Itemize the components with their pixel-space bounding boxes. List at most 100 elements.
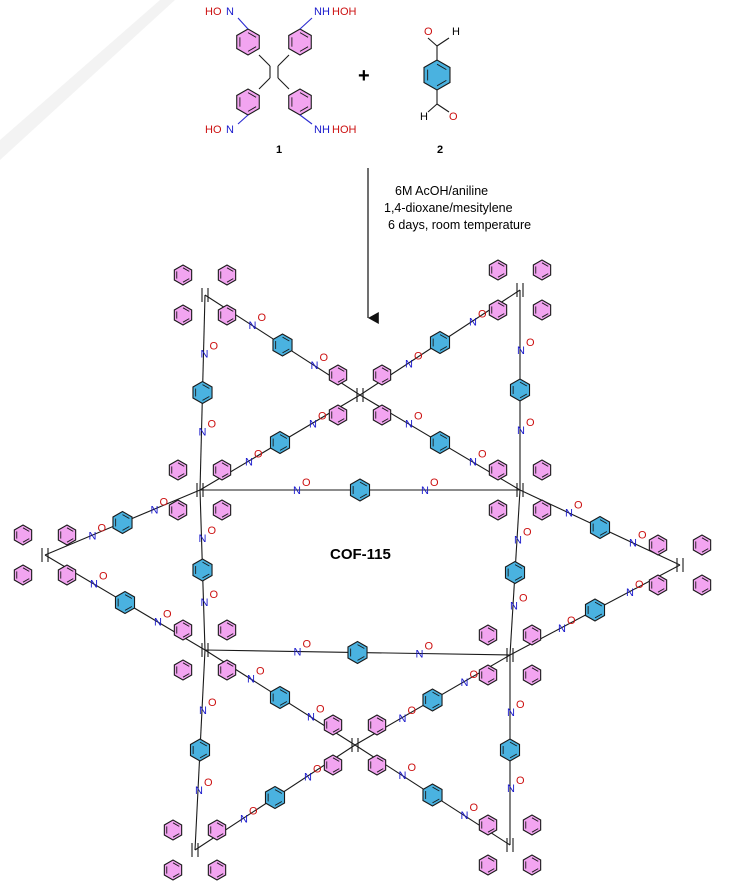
nitrone-o-label: O	[414, 351, 423, 363]
cof-node-ring	[488, 299, 508, 321]
cof-linker-ring	[429, 330, 451, 355]
compound-2-label-o-top: O	[424, 26, 433, 38]
nitrone-n-label: N	[195, 785, 203, 797]
cof-linker-ring	[509, 378, 531, 402]
cof-node-ring	[532, 259, 552, 281]
nitrone-o-label: O	[523, 527, 532, 539]
cof-linker-ring	[429, 430, 451, 455]
cof-node-ring	[478, 854, 498, 876]
compound-1-label-ho-top: HO	[205, 6, 222, 18]
nitrone-o-label: O	[574, 500, 583, 512]
cof-node-ring	[163, 859, 183, 881]
cof-linker-ring	[422, 783, 443, 807]
nitrone-n-label: N	[461, 810, 469, 822]
nitrone-n-label: N	[421, 485, 429, 497]
cof-node-ring	[173, 659, 193, 681]
nitrone-n-label: N	[201, 597, 209, 609]
condition-line-3: 6 days, room temperature	[388, 218, 531, 232]
nitrone-o-label: O	[318, 411, 327, 423]
nitrone-n-label: N	[89, 531, 97, 543]
compound-1-label-nh-bottom-right: NH	[314, 124, 330, 136]
product-name: COF-115	[330, 546, 391, 563]
cof-tpe-node	[478, 624, 542, 686]
nitrone-n-label: N	[199, 705, 207, 717]
cof-framework: NONONONONONONONONONONONONONONONONONONONO…	[13, 259, 712, 881]
nitrone-o-label: O	[258, 312, 267, 324]
cof-tpe-node	[173, 619, 237, 681]
cof-node-ring	[168, 499, 188, 521]
nitrone-n-label: N	[154, 617, 162, 629]
cof-linker-ring	[504, 560, 526, 585]
cof-node-ring	[173, 304, 193, 326]
cof-node-ring	[217, 659, 237, 681]
cof-linker-ring	[422, 688, 443, 712]
nitrone-n-label: N	[311, 360, 319, 372]
cof-node-ring	[163, 819, 183, 841]
nitrone-o-label: O	[208, 525, 217, 537]
nitrone-n-label: N	[405, 359, 413, 371]
nitrone-n-label: N	[558, 623, 566, 635]
compound-2-ring	[423, 59, 451, 91]
cof-linker-ring	[584, 598, 606, 622]
nitrone-o-label: O	[478, 309, 487, 321]
nitrone-n-label: N	[514, 535, 522, 547]
nitrone-n-label: N	[469, 457, 477, 469]
cof-linker-ring	[114, 590, 136, 615]
cof-node-ring	[488, 499, 508, 521]
cof-node-ring	[13, 564, 33, 586]
cof-linker-ring	[269, 430, 291, 455]
cof-linker-ring	[347, 640, 368, 665]
nitrone-n-label: N	[405, 419, 413, 431]
compound-1-label-oh-top-right: HOH	[332, 6, 357, 18]
nitrone-o-label: O	[302, 477, 311, 489]
cof-node-ring	[323, 714, 343, 736]
compound-1-ring	[236, 28, 260, 56]
nitrone-n-label: N	[294, 647, 302, 659]
cof-node-ring	[217, 619, 237, 641]
cof-node-ring	[478, 814, 498, 836]
nitrone-o-label: O	[210, 589, 219, 601]
cof-node-ring	[212, 499, 232, 521]
cof-node-ring	[532, 459, 552, 481]
cof-node-ring	[212, 459, 232, 481]
compound-1-number: 1	[276, 144, 282, 156]
nitrone-o-label: O	[430, 477, 439, 489]
cof-tpe-node	[478, 814, 542, 876]
nitrone-n-label: N	[90, 579, 98, 591]
nitrone-n-label: N	[626, 587, 634, 599]
nitrone-n-label: N	[507, 783, 515, 795]
cof-linker-ring	[349, 478, 371, 502]
cof-tpe-node	[163, 819, 227, 881]
nitrone-n-label: N	[240, 814, 248, 826]
compound-1-ring	[288, 28, 312, 56]
nitrone-o-label: O	[408, 762, 417, 774]
cof-node-ring	[328, 364, 348, 386]
nitrone-o-label: O	[408, 705, 417, 717]
nitrone-n-label: N	[399, 770, 407, 782]
cof-node-ring	[367, 754, 387, 776]
nitrone-o-label: O	[303, 639, 312, 651]
nitrone-o-label: O	[519, 593, 528, 605]
nitrone-o-label: O	[635, 579, 644, 591]
nitrone-o-label: O	[470, 669, 479, 681]
cof-linker-ring	[112, 510, 133, 535]
nitrone-o-label: O	[320, 352, 329, 364]
nitrone-n-label: N	[249, 320, 257, 332]
nitrone-o-label: O	[526, 417, 535, 429]
nitrone-n-label: N	[247, 674, 255, 686]
nitrone-o-label: O	[208, 419, 217, 431]
cof-node-ring	[532, 299, 552, 321]
nitrone-n-label: N	[293, 485, 301, 497]
cof-linker-ring	[192, 380, 213, 405]
cof-node-ring	[328, 404, 348, 426]
nitrone-n-label: N	[517, 425, 525, 437]
cof-node-ring	[488, 459, 508, 481]
nitrone-n-label: N	[565, 508, 573, 520]
condition-line-1: 6M AcOH/aniline	[395, 184, 488, 198]
cof-node-ring	[522, 664, 542, 686]
nitrone-o-label: O	[160, 497, 169, 509]
nitrone-n-label: N	[245, 457, 253, 469]
cof-node-ring	[168, 459, 188, 481]
nitrone-n-label: N	[199, 427, 207, 439]
nitrone-o-label: O	[516, 699, 525, 711]
